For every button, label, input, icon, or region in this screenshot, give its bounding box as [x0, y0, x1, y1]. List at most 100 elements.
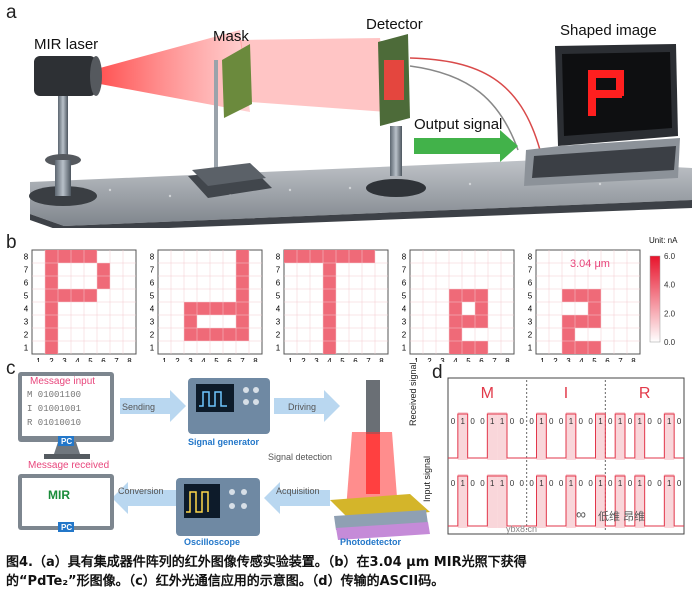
bit-label: 0	[588, 417, 593, 426]
ascii-letter: I	[564, 385, 568, 402]
heatmap-cell	[45, 328, 58, 341]
heatmap-cell	[236, 250, 249, 263]
x-tick-label: 6	[353, 357, 358, 362]
y-tick-label: 5	[402, 292, 407, 301]
y-tick-label: 2	[402, 331, 407, 340]
heatmap-cell	[362, 250, 375, 263]
bit-label: 0	[657, 417, 662, 426]
x-tick-label: 1	[414, 357, 419, 362]
x-tick-label: 8	[127, 357, 132, 362]
bit-high-region	[664, 474, 675, 528]
x-tick-label: 3	[440, 357, 445, 362]
x-tick-label: 3	[188, 357, 193, 362]
y-tick-label: 1	[528, 344, 533, 353]
bit-high-region	[634, 412, 645, 460]
heatmap-cell	[462, 341, 475, 354]
heatmap-cell	[323, 250, 336, 263]
label-shaped-image: Shaped image	[560, 22, 657, 39]
heatmap-cell	[449, 341, 462, 354]
heatmap-cell	[97, 276, 110, 289]
heatmap-cell	[58, 289, 71, 302]
panel-a-illustration	[29, 30, 692, 228]
detector-device	[366, 34, 426, 197]
bit-label: 0	[470, 479, 475, 488]
bit-high-region	[566, 412, 576, 460]
watermark-icon: ∞	[576, 506, 586, 522]
x-tick-label: 8	[253, 357, 258, 362]
y-tick-label: 7	[402, 266, 407, 275]
bit-label: 1	[598, 417, 603, 426]
input-signal-label: Input signal	[422, 455, 432, 502]
bit-label: 0	[608, 479, 613, 488]
x-tick-label: 5	[214, 357, 219, 362]
bit-high-region	[664, 412, 675, 460]
bit-label: 1	[638, 417, 643, 426]
heatmap-cell	[223, 302, 236, 315]
y-tick-label: 6	[276, 279, 281, 288]
bit-label: 0	[647, 479, 652, 488]
heatmap-cell	[97, 263, 110, 276]
bit-label: 1	[500, 417, 505, 426]
panel-label-d: d	[432, 362, 443, 383]
heatmap-cell	[223, 328, 236, 341]
bit-label: 0	[628, 479, 633, 488]
sending-arrow	[120, 390, 186, 422]
pc-label-bottom: PC	[61, 523, 73, 532]
sending-label: Sending	[122, 402, 156, 412]
x-tick-label: 7	[366, 357, 371, 362]
x-tick-label: 2	[49, 357, 54, 362]
bit-label: 0	[529, 479, 534, 488]
bit-high-region	[536, 474, 547, 528]
bit-label: 1	[490, 417, 495, 426]
bit-label: 1	[618, 479, 623, 488]
message-received-label: Message received	[28, 460, 110, 471]
heatmap-cell	[323, 341, 336, 354]
driving-arrow	[274, 390, 340, 422]
conversion-label: Conversion	[118, 486, 164, 496]
bit-label: 0	[480, 479, 485, 488]
bit-label: 0	[647, 417, 652, 426]
y-tick-label: 4	[276, 305, 281, 314]
y-tick-label: 3	[24, 318, 29, 327]
ascii-letter: M	[481, 385, 494, 402]
bit-high-region	[497, 474, 507, 528]
panel-label-c: c	[6, 358, 16, 379]
bit-label: 1	[667, 479, 672, 488]
heatmap-cell	[449, 315, 462, 328]
bit-label: 0	[608, 417, 613, 426]
message-line-r: R 01010010	[27, 418, 82, 428]
heatmap-cell	[197, 328, 210, 341]
heatmap-cell	[71, 250, 84, 263]
message-line-m: M 01001100	[27, 390, 82, 400]
y-tick-label: 1	[24, 344, 29, 353]
x-tick-label: 3	[566, 357, 571, 362]
bit-label: 0	[559, 417, 564, 426]
heatmap-cell	[310, 250, 323, 263]
heatmap-cell	[349, 250, 362, 263]
x-tick-label: 5	[340, 357, 345, 362]
heatmap-cell	[588, 302, 601, 315]
x-tick-label: 8	[379, 357, 384, 362]
bit-high-region	[615, 412, 625, 460]
y-tick-label: 4	[24, 305, 29, 314]
output-signal-arrow	[414, 130, 518, 162]
y-tick-label: 8	[402, 253, 407, 262]
x-tick-label: 8	[505, 357, 510, 362]
acquisition-label: Acquisition	[276, 486, 320, 496]
bit-label: 0	[451, 479, 456, 488]
heatmap-cell	[236, 263, 249, 276]
x-tick-label: 5	[88, 357, 93, 362]
bit-high-region	[487, 412, 498, 460]
heatmap-cell	[184, 302, 197, 315]
heatmap-cell	[562, 315, 575, 328]
mask-device	[188, 44, 272, 198]
acquisition-arrow	[264, 482, 330, 514]
panel-c-illustration	[18, 372, 430, 540]
colorbar-unit-label: Unit: nA	[649, 236, 678, 245]
x-tick-label: 5	[466, 357, 471, 362]
bit-label: 1	[490, 479, 495, 488]
heatmap-cell	[45, 250, 58, 263]
